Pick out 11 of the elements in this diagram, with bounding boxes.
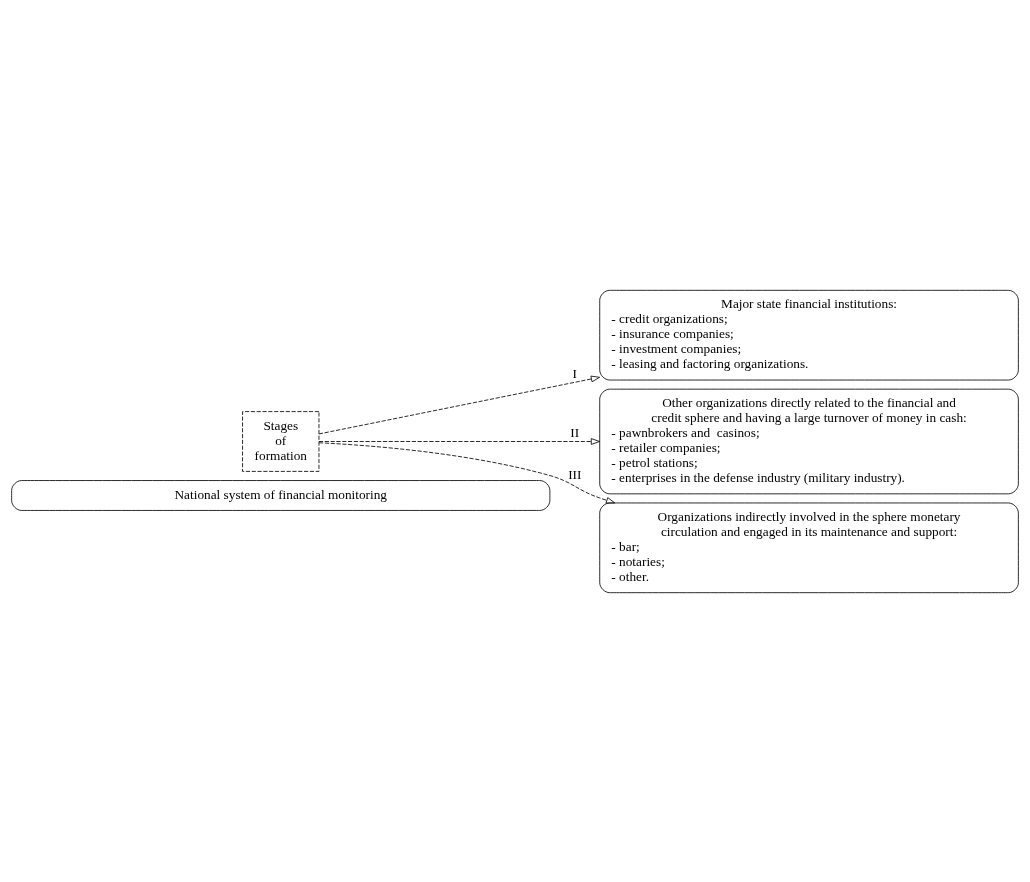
edge-label: II	[570, 424, 580, 440]
node-box: Stages of formation	[242, 410, 320, 472]
node-box: Major state financial institutions: - credit organizations; - insurance companies; - investment companies; - leasing and factoring organizations.	[599, 289, 1019, 380]
edge-label: I	[572, 365, 578, 381]
node-box: National system of financial monitoring	[11, 479, 551, 511]
arrow	[318, 375, 600, 434]
node-box: Other organizations directly related to the financial and credit sphere and having a large turnover of money in cash: - pawnbrokers and casinos; - retailer companies; - petrol stations; - enterprises in the defense industry (military industry).	[599, 388, 1019, 494]
arrow	[318, 437, 600, 445]
node-box: Organizations indirectly involved in the sphere monetary circulation and engaged in its maintenance and support: - bar; - notaries; - other.	[599, 502, 1019, 593]
arrow	[318, 441, 616, 504]
edge-label: III	[568, 466, 582, 482]
